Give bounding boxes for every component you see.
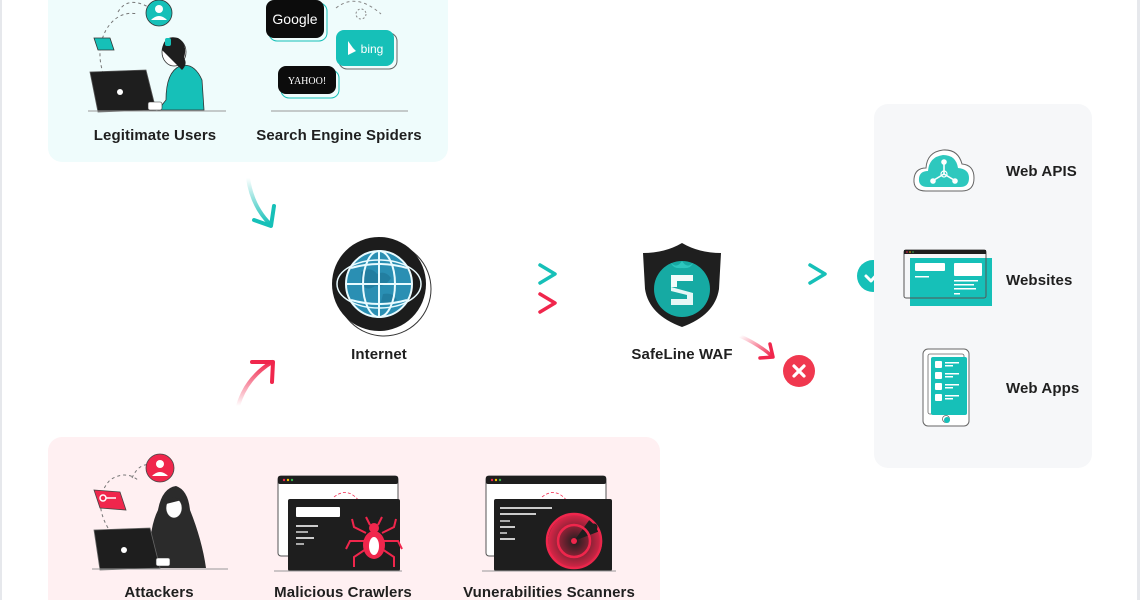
mobile-app-icon: [922, 348, 972, 428]
user-at-laptop-icon: [88, 0, 228, 115]
globe-icon: [331, 236, 433, 338]
web-apis-label: Web APIS: [1006, 163, 1077, 180]
website-window-icon: [903, 249, 995, 307]
bing-logo-text: bing: [361, 42, 384, 56]
right-edge: [1137, 0, 1140, 600]
internet-to-waf-malicious-arrow: [508, 291, 560, 315]
hooded-attacker-icon: [90, 450, 230, 572]
search-engine-spiders-label: Search Engine Spiders: [256, 127, 422, 144]
websites-label: Websites: [1006, 272, 1073, 289]
google-logo-text: Google: [272, 11, 317, 27]
waf-to-blocked-arrow: [738, 334, 778, 364]
yahoo-logo-text: YAHOO!: [288, 76, 326, 87]
legit-to-internet-arrow: [244, 176, 284, 232]
shield-logo-icon: [641, 241, 723, 329]
internet-label: Internet: [351, 346, 407, 363]
vulnerability-scanners-label: Vunerabilities Scanners: [463, 584, 635, 600]
radar-browser-icon: [482, 475, 616, 573]
legitimate-users-label: Legitimate Users: [93, 127, 217, 144]
waf-to-targets-arrow: [758, 262, 830, 286]
spider-browser-icon: [274, 475, 403, 573]
search-engine-logos-icon: Google bing YAHOO!: [266, 0, 412, 115]
malicious-crawlers-label: Malicious Crawlers: [274, 584, 412, 600]
attackers-label: Attackers: [124, 584, 194, 600]
web-apps-label: Web Apps: [1006, 380, 1080, 397]
internet-to-waf-legit-arrow: [508, 262, 560, 286]
left-edge: [0, 0, 2, 600]
cloud-api-icon: [912, 145, 976, 195]
malicious-to-internet-arrow: [234, 356, 280, 410]
x-circle-icon: [783, 355, 815, 387]
safeline-waf-label: SafeLine WAF: [631, 346, 733, 363]
